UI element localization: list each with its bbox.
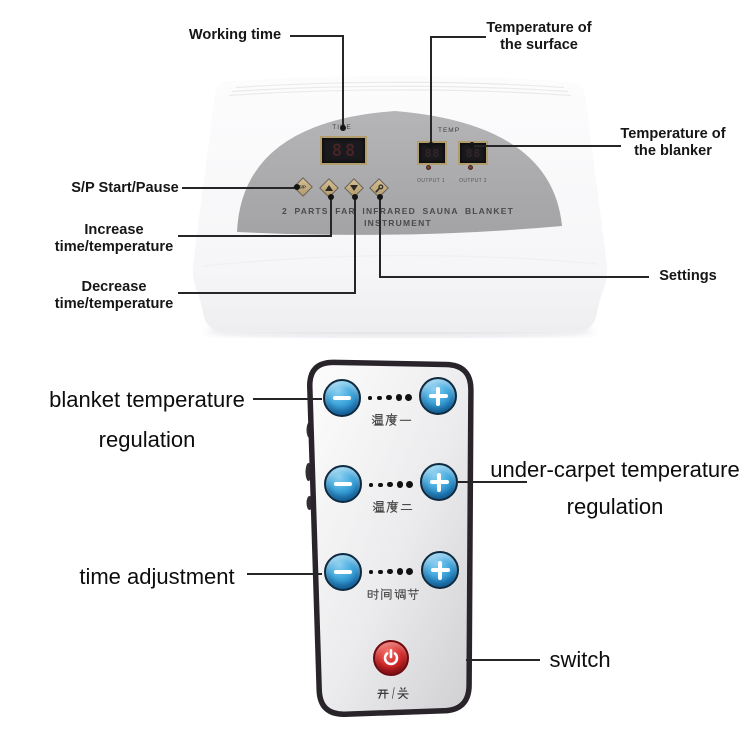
annotation-line	[430, 36, 486, 38]
time-adjustment-label: time adjustment	[79, 564, 235, 589]
dot-icon	[406, 480, 413, 488]
output2-led	[468, 165, 473, 170]
dot-icon	[378, 569, 383, 574]
control-box	[192, 76, 608, 337]
dot-icon	[377, 395, 382, 400]
settings-button[interactable]	[369, 178, 389, 198]
output2-label: OUTPUT 2	[459, 178, 487, 184]
power-button[interactable]	[373, 640, 409, 676]
device-title-line1: 2 PARTS FAR INFRARED SAUNA BLANKET	[282, 206, 514, 216]
dot-icon	[387, 568, 393, 574]
minus-icon	[334, 570, 352, 574]
annotation-dot	[428, 142, 434, 148]
plus-icon	[430, 560, 450, 580]
device-title-line2: INSTRUMENT	[364, 217, 432, 228]
up-arrow-icon	[325, 185, 333, 191]
power-label	[374, 686, 412, 699]
annotation-dot	[340, 124, 346, 131]
annotation-line	[354, 197, 356, 294]
plus-icon	[429, 472, 449, 492]
power-icon	[383, 648, 399, 666]
output1-label: OUTPUT 1	[417, 178, 445, 184]
time-minus-button[interactable]	[324, 553, 362, 591]
dot-icon	[387, 481, 393, 487]
annotation-dot	[377, 194, 383, 200]
annotation-line	[458, 480, 527, 483]
start-pause-button-label: S/P	[299, 184, 307, 190]
temp-section-label: TEMP	[437, 127, 461, 134]
working-time-label: Working time	[188, 27, 282, 43]
remote-row2-label	[371, 499, 414, 513]
annotation-dot	[328, 194, 334, 200]
annotation-line	[247, 572, 322, 575]
output1-led	[426, 165, 431, 170]
annotation-dot	[469, 142, 475, 148]
under-carpet-label-line2: regulation	[566, 494, 664, 519]
annotation-line	[182, 186, 298, 189]
decrease-label: Decrease time/temperature	[54, 279, 174, 312]
temp-display-1-digits: 88	[424, 146, 441, 160]
lid-ridge	[228, 89, 572, 97]
time-display-digits: 88	[331, 140, 359, 161]
dot-icon	[369, 570, 373, 574]
dot-icon	[406, 567, 413, 575]
sp-start-pause-label: S/P Start/Pause	[71, 179, 179, 196]
annotation-line	[253, 397, 322, 400]
dot-icon	[386, 394, 392, 400]
blanket-temp-plus-button[interactable]	[419, 377, 457, 415]
down-arrow-icon	[350, 185, 358, 191]
dot-icon	[396, 481, 403, 488]
remote-row1-label	[370, 412, 413, 426]
dot-icon	[378, 482, 383, 487]
blanket-regulation-label-line1: blanket temperature	[49, 387, 245, 412]
blanket-temp-minus-button[interactable]	[323, 379, 361, 417]
remote-body	[307, 359, 474, 717]
dot-icon	[396, 568, 403, 575]
time-plus-button[interactable]	[421, 551, 459, 589]
dot-icon	[369, 483, 373, 487]
annotation-line	[379, 197, 381, 278]
front-edge	[202, 254, 598, 267]
annotation-line	[178, 235, 332, 237]
annotation-line	[330, 197, 332, 237]
time-display: 88	[320, 136, 367, 165]
annotation-line	[290, 34, 343, 37]
increase-label: Increase time/temperature	[54, 222, 174, 255]
annotation-line	[466, 658, 540, 661]
temperature-blanket-label: Temperature of the blanker	[620, 126, 726, 159]
blanket-regulation-label-line2: regulation	[98, 427, 196, 452]
temp-display-2-digits: 88	[465, 146, 482, 160]
annotation-line	[178, 292, 356, 294]
temperature-surface-label: Temperature of the surface	[486, 20, 592, 53]
annotation-line	[474, 144, 621, 147]
lid-ridge	[235, 81, 565, 89]
surface-temp-minus-button[interactable]	[324, 465, 362, 503]
annotation-dot	[294, 184, 300, 190]
annotation-line	[342, 34, 344, 129]
plus-icon	[428, 386, 448, 406]
remote-row3-label	[365, 587, 421, 601]
annotation-line	[430, 36, 432, 146]
switch-label: switch	[549, 647, 611, 672]
under-carpet-label-line1: under-carpet temperature	[490, 457, 740, 482]
annotation-dot	[352, 194, 358, 200]
annotation-line	[379, 276, 649, 278]
surface-temp-plus-button[interactable]	[420, 463, 458, 501]
dot-icon	[395, 394, 402, 401]
minus-icon	[334, 482, 352, 486]
wrench-icon	[374, 183, 385, 194]
dot-icon	[405, 393, 412, 401]
lid-ridge	[231, 85, 569, 93]
dot-icon	[368, 396, 372, 400]
remote-control	[305, 359, 474, 717]
minus-icon	[333, 396, 351, 400]
settings-label: Settings	[659, 268, 717, 284]
